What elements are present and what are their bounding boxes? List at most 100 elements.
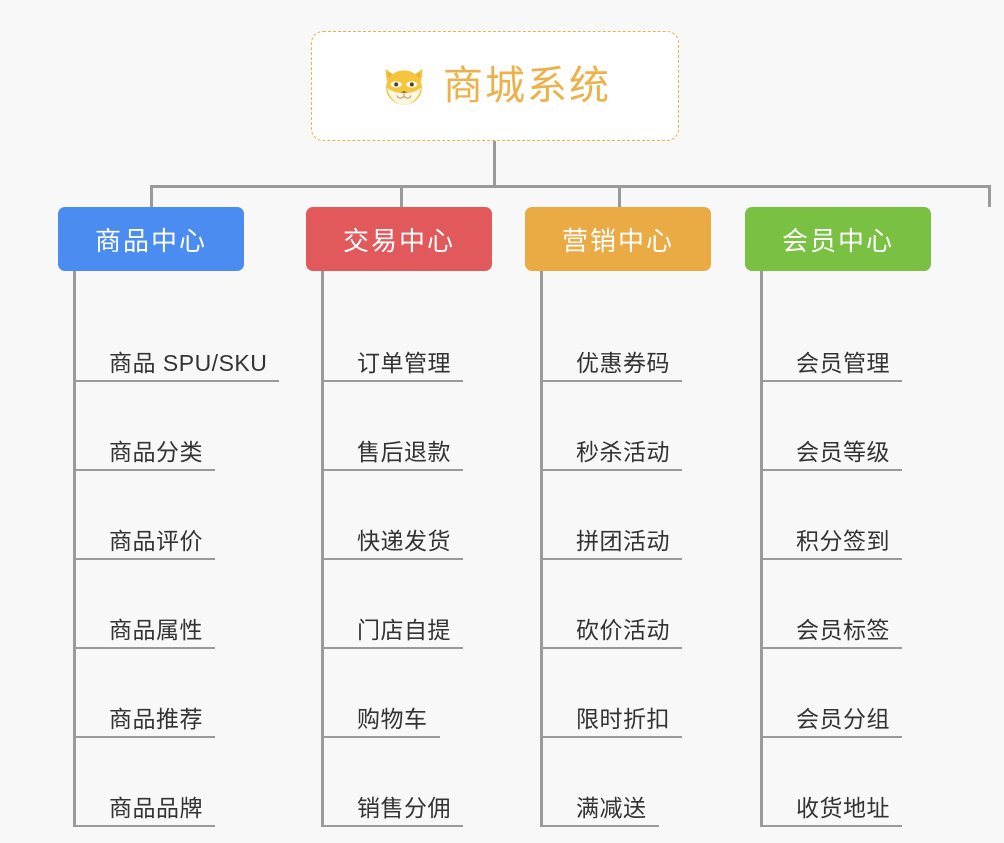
- connector-horizontal-bus: [150, 185, 991, 188]
- leaf-label: 订单管理: [357, 349, 451, 376]
- leaf-label: 会员管理: [796, 349, 890, 376]
- leaf-label: 商品 SPU/SKU: [109, 349, 268, 376]
- root-title: 商城系统: [443, 64, 611, 108]
- category-header-4[interactable]: 会员中心: [745, 207, 931, 271]
- leaf-label: 商品评价: [109, 527, 203, 554]
- leaf-underline: [76, 558, 215, 560]
- branch-column-1: 商品中心 商品 SPU/SKU 商品分类 商品评价 商品属性 商品推荐: [58, 207, 279, 843]
- leaf-list-3: 优惠券码 秒杀活动 拼团活动 砍价活动 限时折扣 满减送: [540, 293, 711, 827]
- leaf-label: 拼团活动: [576, 527, 670, 554]
- leaf-underline: [543, 469, 682, 471]
- list-item[interactable]: 砍价活动: [543, 560, 711, 649]
- leaf-underline: [324, 736, 440, 738]
- category-title-1: 商品中心: [94, 225, 207, 256]
- leaf-label: 砍价活动: [576, 616, 670, 643]
- leaf-underline: [543, 380, 682, 382]
- list-item[interactable]: 商品分类: [76, 382, 267, 471]
- leaf-label: 商品推荐: [109, 705, 203, 732]
- leaf-underline: [763, 558, 902, 560]
- leaf-label: 销售分佣: [357, 794, 451, 821]
- leaf-list-1: 商品 SPU/SKU 商品分类 商品评价 商品属性 商品推荐 商品品牌: [73, 293, 279, 827]
- list-item[interactable]: 满减送: [543, 738, 711, 827]
- leaf-underline: [324, 825, 463, 827]
- leaf-underline: [763, 825, 902, 827]
- list-item[interactable]: 门店自提: [324, 560, 492, 649]
- leaf-underline: [76, 736, 215, 738]
- list-item[interactable]: 拼团活动: [543, 471, 711, 560]
- root-node[interactable]: 商城系统: [311, 31, 679, 141]
- list-item[interactable]: 商品属性: [76, 560, 267, 649]
- branch-column-2: 交易中心 订单管理 售后退款 快递发货 门店自提 购物车: [306, 207, 492, 843]
- list-item[interactable]: 订单管理: [324, 293, 492, 382]
- leaf-label: 优惠券码: [576, 349, 670, 376]
- leaf-list-2: 订单管理 售后退款 快递发货 门店自提 购物车 销售分佣: [321, 293, 492, 827]
- list-item[interactable]: 购物车: [324, 649, 492, 738]
- connector-category-stem-2: [321, 271, 324, 293]
- leaf-underline: [763, 380, 902, 382]
- leaf-underline: [763, 469, 902, 471]
- leaf-underline: [324, 558, 463, 560]
- leaf-underline: [76, 469, 215, 471]
- category-header-2[interactable]: 交易中心: [306, 207, 492, 271]
- connector-category-stem-1: [73, 271, 76, 293]
- leaf-label: 收货地址: [796, 794, 890, 821]
- list-item[interactable]: 商品 SPU/SKU: [76, 293, 279, 382]
- leaf-underline: [76, 647, 215, 649]
- leaf-underline: [324, 647, 463, 649]
- category-title-3: 营销中心: [561, 225, 674, 256]
- leaf-underline: [76, 380, 279, 382]
- connector-category-stem-4: [760, 271, 763, 293]
- leaf-underline: [543, 825, 659, 827]
- list-item[interactable]: 商品推荐: [76, 649, 267, 738]
- connector-drop-3: [618, 185, 621, 207]
- connector-drop-4: [988, 185, 991, 207]
- leaf-list-4: 会员管理 会员等级 积分签到 会员标签 会员分组 收货地址: [760, 293, 931, 827]
- leaf-label: 秒杀活动: [576, 438, 670, 465]
- leaf-underline: [763, 647, 902, 649]
- list-item[interactable]: 会员管理: [763, 293, 931, 382]
- leaf-label: 商品品牌: [109, 794, 203, 821]
- list-item[interactable]: 优惠券码: [543, 293, 711, 382]
- shiba-dog-face-icon: [385, 68, 423, 105]
- list-item[interactable]: 商品品牌: [76, 738, 267, 827]
- list-item[interactable]: 销售分佣: [324, 738, 492, 827]
- leaf-label: 积分签到: [796, 527, 890, 554]
- leaf-underline: [543, 736, 682, 738]
- leaf-label: 快递发货: [357, 527, 451, 554]
- leaf-label: 满减送: [576, 794, 647, 821]
- branch-column-3: 营销中心 优惠券码 秒杀活动 拼团活动 砍价活动 限时折扣: [525, 207, 711, 843]
- leaf-label: 商品属性: [109, 616, 203, 643]
- list-item[interactable]: 秒杀活动: [543, 382, 711, 471]
- list-item[interactable]: 快递发货: [324, 471, 492, 560]
- leaf-underline: [324, 380, 463, 382]
- leaf-label: 购物车: [357, 705, 428, 732]
- leaf-label: 会员标签: [796, 616, 890, 643]
- list-item[interactable]: 商品评价: [76, 471, 267, 560]
- leaf-underline: [543, 558, 682, 560]
- list-item[interactable]: 积分签到: [763, 471, 931, 560]
- leaf-underline: [76, 825, 215, 827]
- leaf-label: 商品分类: [109, 438, 203, 465]
- list-item[interactable]: 会员标签: [763, 560, 931, 649]
- leaf-underline: [324, 469, 463, 471]
- leaf-underline: [543, 647, 682, 649]
- connector-drop-2: [400, 185, 403, 207]
- connector-drop-1: [150, 185, 153, 207]
- category-title-2: 交易中心: [342, 225, 455, 256]
- list-item[interactable]: 会员等级: [763, 382, 931, 471]
- list-item[interactable]: 售后退款: [324, 382, 492, 471]
- category-header-1[interactable]: 商品中心: [58, 207, 244, 271]
- leaf-underline: [763, 736, 902, 738]
- list-item[interactable]: 收货地址: [763, 738, 931, 827]
- connector-root-stem: [493, 141, 496, 185]
- connector-category-stem-3: [540, 271, 543, 293]
- leaf-label: 会员分组: [796, 705, 890, 732]
- category-title-4: 会员中心: [781, 225, 894, 256]
- category-header-3[interactable]: 营销中心: [525, 207, 711, 271]
- branch-column-4: 会员中心 会员管理 会员等级 积分签到 会员标签 会员分组: [745, 207, 931, 843]
- leaf-label: 限时折扣: [576, 705, 670, 732]
- leaf-label: 售后退款: [357, 438, 451, 465]
- list-item[interactable]: 会员分组: [763, 649, 931, 738]
- list-item[interactable]: 限时折扣: [543, 649, 711, 738]
